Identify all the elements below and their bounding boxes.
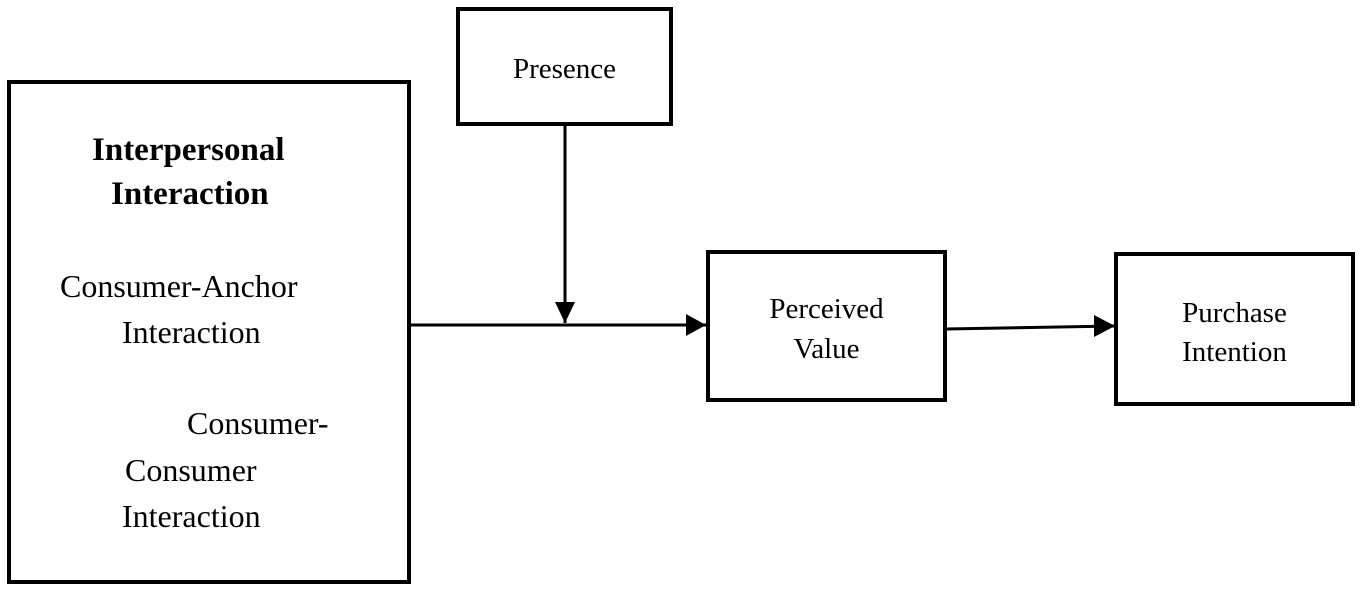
arrow-value-to-intention [945, 324, 1116, 331]
arrowhead-value [686, 314, 706, 336]
consumer-consumer-line3: Interaction [122, 498, 261, 534]
consumer-consumer-line2: Consumer [125, 452, 257, 488]
consumer-anchor-line2: Interaction [122, 314, 261, 350]
consumer-anchor-line1: Consumer-Anchor [60, 268, 298, 304]
perceived-value-box: Perceived Value [706, 250, 947, 402]
purchase-intention-box: Purchase Intention [1114, 252, 1355, 406]
perceived-value-line1: Perceived [769, 293, 884, 325]
presence-label: Presence [512, 53, 617, 85]
arrowhead-presence [555, 302, 575, 323]
purchase-intention-line2: Intention [1182, 336, 1287, 368]
presence-box: Presence [456, 7, 673, 126]
interpersonal-title-line1: Interpersonal [92, 132, 285, 168]
consumer-consumer-line1: Consumer- [187, 405, 329, 441]
purchase-intention-line1: Purchase [1182, 297, 1287, 329]
perceived-value-line2: Value [793, 333, 860, 365]
interpersonal-interaction-box [7, 80, 411, 584]
arrowhead-intention [1094, 315, 1115, 337]
interpersonal-title-line2: Interaction [111, 176, 269, 212]
